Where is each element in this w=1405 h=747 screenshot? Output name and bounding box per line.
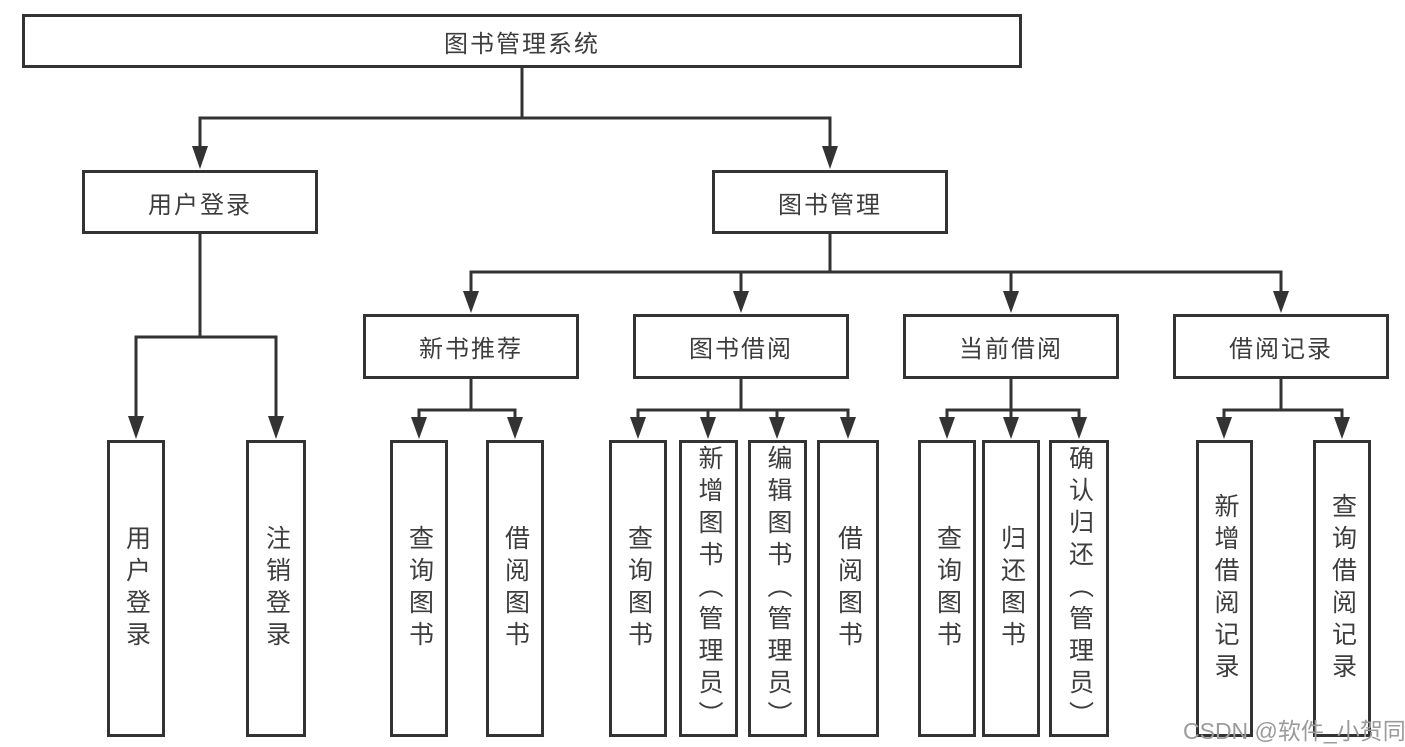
leaf-label: 新增图书（管理员）: [695, 444, 723, 733]
leaf-label: 注销登录: [262, 524, 291, 653]
leaf-br-query-record: 查询借阅记录: [1313, 440, 1371, 737]
leaf-cb-return-book: 归还图书: [982, 440, 1040, 737]
leaf-cb-query-book: 查询图书: [918, 440, 976, 737]
leaf-label: 新增借阅记录: [1211, 492, 1239, 685]
leaf-label: 编辑图书（管理员）: [764, 444, 792, 733]
node-user-login: 用户登录: [82, 170, 318, 234]
leaf-cb-confirm-return: 确认归还（管理员）: [1049, 440, 1109, 737]
leaf-bb-borrow-book: 借阅图书: [817, 440, 879, 737]
node-book-management: 图书管理: [712, 170, 948, 234]
node-new-book-recommend: 新书推荐: [363, 314, 579, 379]
leaf-nbr-query-book: 查询图书: [390, 440, 448, 737]
leaf-label: 借阅图书: [834, 524, 863, 653]
node-current-borrow: 当前借阅: [903, 314, 1119, 379]
leaf-label: 用户登录: [122, 524, 151, 653]
leaf-user-login: 用户登录: [107, 440, 165, 737]
csdn-watermark: CSDN @软件_小贺同学: [1183, 718, 1405, 744]
leaf-br-add-record: 新增借阅记录: [1196, 440, 1253, 737]
leaf-bb-query-book: 查询图书: [609, 440, 667, 737]
leaf-label: 查询借阅记录: [1328, 492, 1357, 685]
leaf-label: 归还图书: [997, 524, 1026, 653]
leaf-logout: 注销登录: [246, 440, 306, 737]
leaf-label: 确认归还（管理员）: [1065, 444, 1094, 733]
leaf-label: 查询图书: [624, 524, 653, 653]
leaf-label: 查询图书: [933, 524, 962, 653]
leaf-bb-edit-book: 编辑图书（管理员）: [748, 440, 807, 737]
leaf-nbr-borrow-book: 借阅图书: [486, 440, 544, 737]
node-root: 图书管理系统: [22, 14, 1022, 68]
node-borrow-record: 借阅记录: [1173, 314, 1389, 379]
leaf-bb-add-book: 新增图书（管理员）: [679, 440, 738, 737]
leaf-label: 借阅图书: [501, 524, 530, 653]
leaf-label: 查询图书: [405, 524, 434, 653]
node-book-borrow: 图书借阅: [633, 314, 849, 379]
